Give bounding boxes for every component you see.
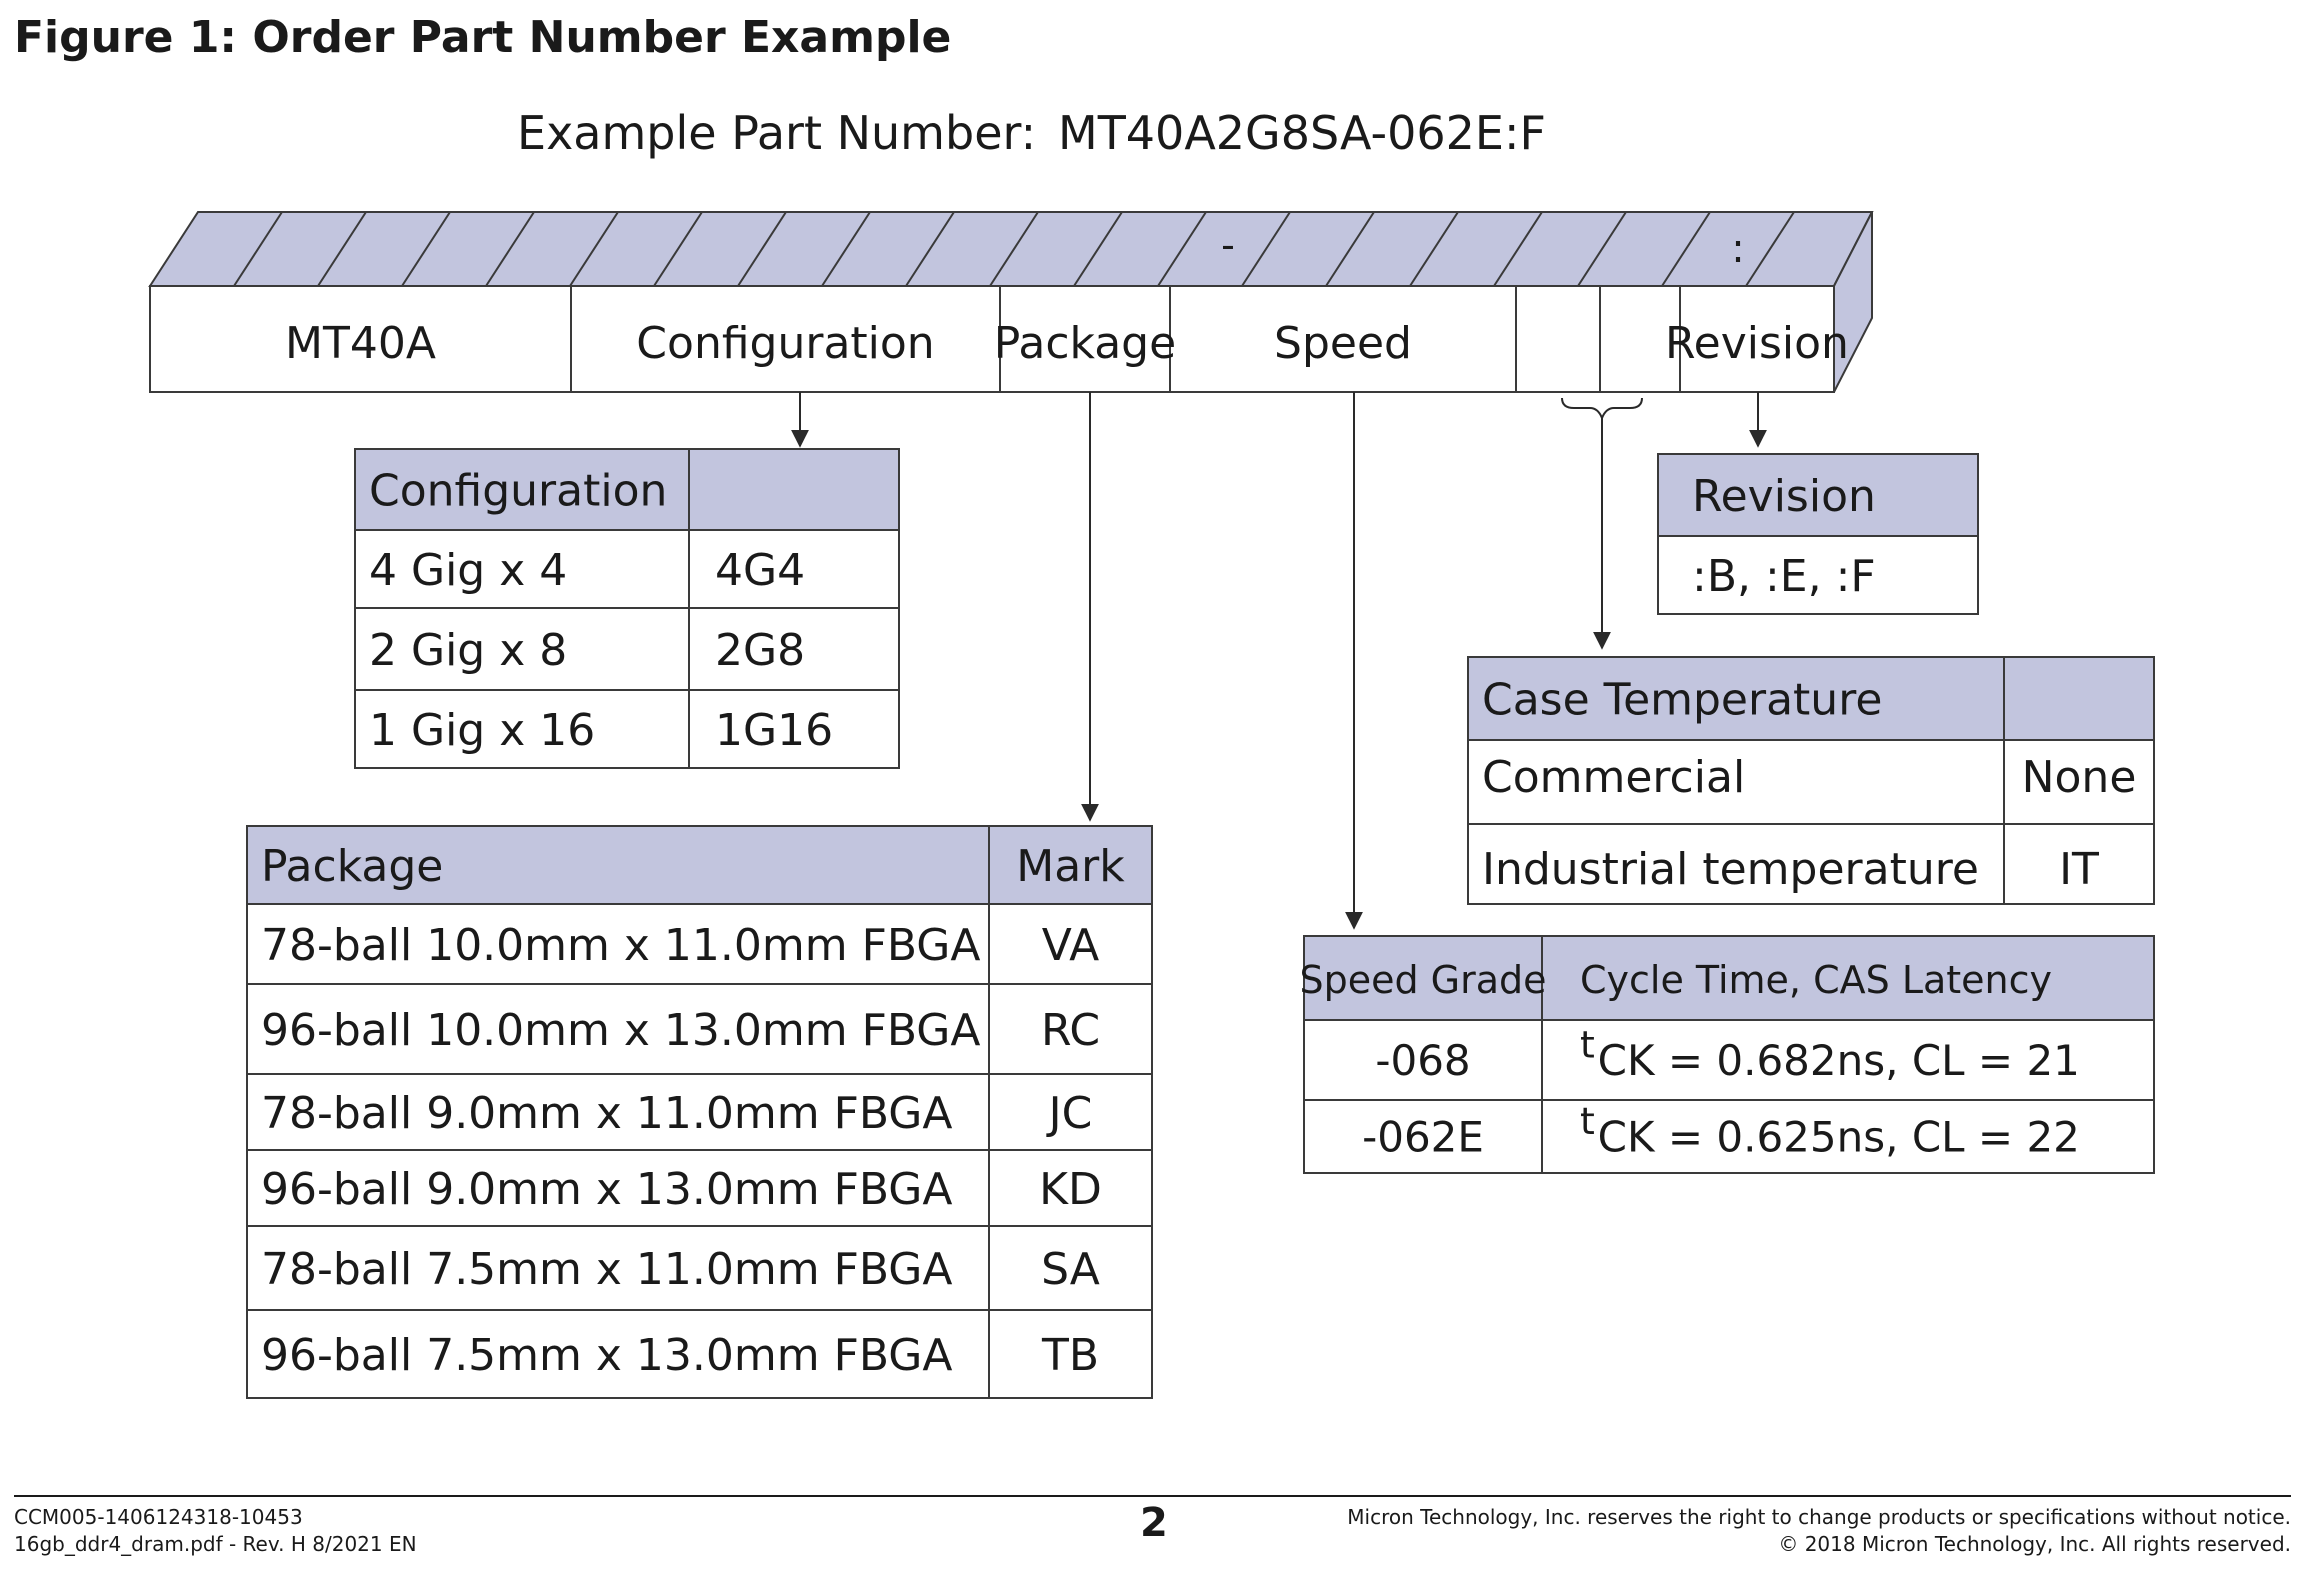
- bar-field-dividers: [570, 286, 1681, 392]
- hatch-line: [1325, 211, 1375, 287]
- temperature-table-cell: Industrial temperature: [1482, 844, 1979, 895]
- brace-temperature: [1561, 397, 1643, 421]
- footer-doc-file: 16gb_ddr4_dram.pdf - Rev. H 8/2021 EN: [14, 1532, 417, 1556]
- configuration-table-cell: 4 Gig x 4: [369, 545, 567, 596]
- package-table-cell: RC: [1041, 1005, 1100, 1056]
- bar-field-labels: MT40A Configuration Package Speed Revision: [285, 318, 1849, 369]
- speed-table-header-fill: [1304, 936, 2154, 1020]
- hatch-line: [821, 211, 871, 287]
- package-table-cell: KD: [1039, 1164, 1102, 1215]
- hatch-line: [1409, 211, 1459, 287]
- lookup-tables: Configuration 4 Gig x 4 4G4 2 Gig x 8 2G8 1 G…: [246, 448, 2155, 1399]
- package-table-header-cell: Mark: [1016, 841, 1125, 892]
- connector-lines: [791, 392, 1767, 930]
- footer-rule: [14, 1495, 2291, 1497]
- hatch-line: [989, 211, 1039, 287]
- hatch-line: [1241, 211, 1291, 287]
- temperature-table-border: [1467, 656, 2155, 905]
- bar-front-face: [149, 285, 1835, 393]
- speed-table-cell: CK = 0.625ns, CL = 22: [1598, 1113, 2080, 1162]
- package-table-cell: 78-ball 7.5mm x 11.0mm FBGA: [261, 1244, 953, 1295]
- package-table-cell: 96-ball 9.0mm x 13.0mm FBGA: [261, 1164, 953, 1215]
- example-part-label: Example Part Number:: [517, 106, 1037, 160]
- bar-separator-dash: -: [1221, 223, 1235, 267]
- speed-table-cell-superscript: t: [1580, 1022, 1595, 1066]
- package-table-cell: 96-ball 10.0mm x 13.0mm FBGA: [261, 1005, 981, 1056]
- hatch-line: [905, 211, 955, 287]
- configuration-table-cell: 1G16: [715, 705, 833, 756]
- speed-table-border: [1303, 935, 2155, 1174]
- configuration-table-header-fill: [355, 449, 899, 530]
- example-part-value: MT40A2G8SA-062E:F: [1058, 106, 1546, 160]
- hatch-line: [233, 211, 283, 287]
- package-table-header-cell: Package: [261, 841, 443, 892]
- package-table-cell: 78-ball 9.0mm x 11.0mm FBGA: [261, 1088, 953, 1139]
- revision-table-cell: :B, :E, :F: [1692, 551, 1876, 602]
- footer-doc-code: CCM005-1406124318-10453: [14, 1505, 303, 1529]
- temperature-table-cell: IT: [2059, 844, 2099, 895]
- page-number: 2: [1140, 1500, 1168, 1546]
- package-table-cell: VA: [1042, 920, 1099, 971]
- hatch-line: [485, 211, 535, 287]
- hatch-line: [1493, 211, 1543, 287]
- package-table-cell: TB: [1041, 1330, 1099, 1381]
- configuration-table-header-cell: Configuration: [369, 465, 667, 516]
- bar-field-6: Revision: [1665, 318, 1849, 369]
- bar-field-1: Configuration: [636, 318, 934, 369]
- temperature-table-header-fill: [1468, 657, 2154, 740]
- package-table-border: [246, 825, 1153, 1399]
- hatch-line: [1157, 211, 1207, 287]
- configuration-table: Configuration 4 Gig x 4 4G4 2 Gig x 8 2G8 1 G…: [354, 448, 900, 769]
- bar-field-2: Package: [994, 318, 1176, 369]
- footer-document-id: CCM005-1406124318-10453 16gb_ddr4_dram.p…: [14, 1504, 417, 1558]
- bar-field-0: MT40A: [285, 318, 436, 369]
- package-table-cell: JC: [1046, 1088, 1093, 1139]
- hatch-line: [1577, 211, 1627, 287]
- speed-table-header-cell: Speed Grade: [1299, 958, 1546, 1002]
- package-table-cell: 96-ball 7.5mm x 13.0mm FBGA: [261, 1330, 953, 1381]
- hatch-line: [1073, 211, 1123, 287]
- speed-table-cell: -068: [1375, 1036, 1470, 1085]
- package-table: Package Mark 78-ball 10.0mm x 11.0mm FBGA V…: [246, 825, 1153, 1399]
- footer-legal: Micron Technology, Inc. reserves the rig…: [1347, 1504, 2291, 1558]
- hatch-line: [401, 211, 451, 287]
- configuration-table-cell: 4G4: [715, 545, 805, 596]
- bar-separator-colon: :: [1731, 226, 1744, 272]
- revision-table-header-cell: Revision: [1692, 471, 1876, 522]
- package-table-header-fill: [247, 826, 1152, 904]
- speed-table-header-cell: Cycle Time, CAS Latency: [1580, 958, 2052, 1002]
- speed-table-cell-superscript: t: [1580, 1099, 1595, 1143]
- package-table-cell: SA: [1041, 1244, 1100, 1295]
- configuration-table-cell: 2G8: [715, 625, 805, 676]
- temperature-table-cell: None: [2022, 752, 2137, 803]
- hatch-line: [1661, 211, 1711, 287]
- revision-table-border: [1657, 453, 1979, 615]
- temperature-table-cell: Commercial: [1482, 752, 1745, 803]
- figure-title: Figure 1: Order Part Number Example: [14, 12, 952, 63]
- temperature-table-header-cell: Case Temperature: [1482, 674, 1882, 725]
- hatch-line: [569, 211, 619, 287]
- hatch-line: [653, 211, 703, 287]
- speed-table-cell: -062E: [1362, 1113, 1484, 1162]
- configuration-table-cell: 2 Gig x 8: [369, 625, 567, 676]
- revision-table: Revision :B, :E, :F: [1657, 453, 1979, 615]
- package-table-cell: 78-ball 10.0mm x 11.0mm FBGA: [261, 920, 981, 971]
- hatch-line: [317, 211, 367, 287]
- configuration-table-cell: 1 Gig x 16: [369, 705, 595, 756]
- speed-table-cell: CK = 0.682ns, CL = 21: [1598, 1036, 2080, 1085]
- bar-hatch-lines: [233, 211, 1795, 287]
- hatch-line: [737, 211, 787, 287]
- revision-table-header-fill: [1658, 454, 1978, 536]
- hatch-line: [1745, 211, 1795, 287]
- footer-disclaimer: Micron Technology, Inc. reserves the rig…: [1347, 1505, 2291, 1529]
- bar-field-3: Speed: [1274, 318, 1412, 369]
- footer-copyright: © 2018 Micron Technology, Inc. All right…: [1778, 1532, 2291, 1556]
